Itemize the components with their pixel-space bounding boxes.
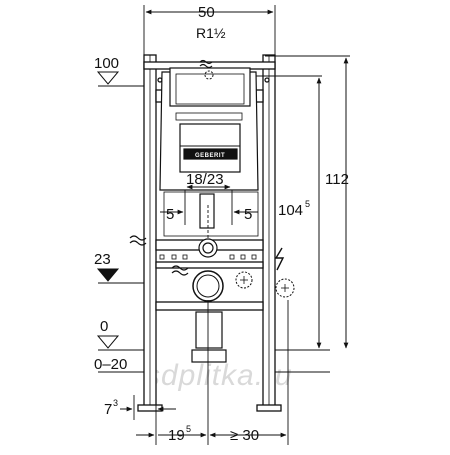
flush-pipe [191, 193, 227, 363]
floor-lines [98, 85, 330, 373]
dim-bottom-30: ≥ 30 [230, 427, 259, 444]
dim-bottom-7: 7 [104, 401, 112, 418]
dim-height-104: 104 [278, 202, 303, 219]
dim-bottom-19-sup: 5 [186, 424, 191, 434]
dim-right-5: 5 [244, 206, 252, 223]
dim-spacing-18-23: 18/23 [186, 171, 224, 188]
dim-bottom-7-sup: 3 [113, 398, 118, 408]
reference-lines [133, 5, 350, 445]
installation-frame [137, 54, 282, 412]
drain-outlet [192, 270, 224, 302]
dim-bottom-19: 19 [168, 427, 185, 444]
water-inlet-icon [129, 59, 213, 276]
brand-label: GEBERIT [195, 153, 225, 159]
electric-icon [274, 247, 285, 271]
dim-pipe-thread: R1½ [196, 25, 226, 41]
mounting-studs [159, 254, 257, 260]
dim-level-minus20: 0–20 [94, 356, 127, 373]
dim-level-100: 100 [94, 55, 119, 72]
fixing-point-cross [240, 276, 289, 292]
cistern [159, 67, 259, 237]
dim-level-0: 0 [100, 318, 108, 335]
dim-height-104-sup: 5 [305, 199, 310, 209]
dim-left-5: 5 [166, 206, 174, 223]
dim-height-112: 112 [325, 171, 349, 188]
dim-top-width: 50 [198, 4, 215, 21]
level-triangle-icon [96, 71, 120, 349]
dim-level-23: 23 [94, 251, 111, 268]
fixing-point-icon [204, 70, 295, 298]
dimension-lines [120, 9, 349, 438]
